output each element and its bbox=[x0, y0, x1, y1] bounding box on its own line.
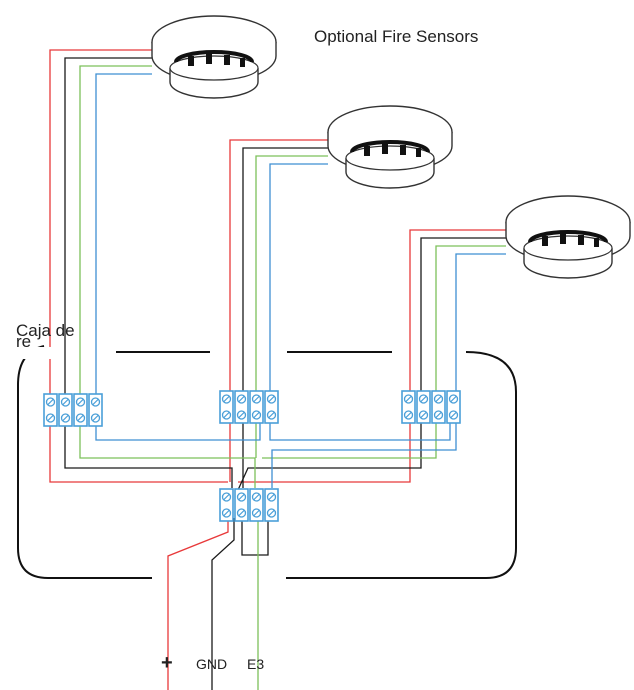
diagram-title: Optional Fire Sensors bbox=[314, 27, 478, 46]
terminal-block-middle bbox=[219, 390, 279, 424]
wires-red bbox=[49, 49, 506, 690]
terminal-gnd-label: GND bbox=[196, 656, 227, 672]
box-label-line1: Caja de bbox=[16, 321, 75, 340]
terminal-e3-label: E3 bbox=[247, 656, 264, 672]
terminal-plus-label: + bbox=[161, 652, 173, 674]
label-mask bbox=[15, 347, 55, 359]
wires-blue bbox=[95, 73, 506, 488]
terminal-block-main bbox=[219, 488, 279, 522]
terminal-block-right bbox=[401, 390, 461, 424]
fire-sensor-1 bbox=[150, 14, 278, 100]
junction-box bbox=[17, 345, 517, 579]
wires-black bbox=[64, 57, 506, 690]
box-label-line2: re bbox=[16, 332, 31, 351]
wires-green bbox=[79, 65, 506, 690]
fire-sensor-3 bbox=[504, 194, 632, 280]
fire-sensor-2 bbox=[326, 104, 454, 190]
terminal-block-left bbox=[43, 393, 103, 427]
